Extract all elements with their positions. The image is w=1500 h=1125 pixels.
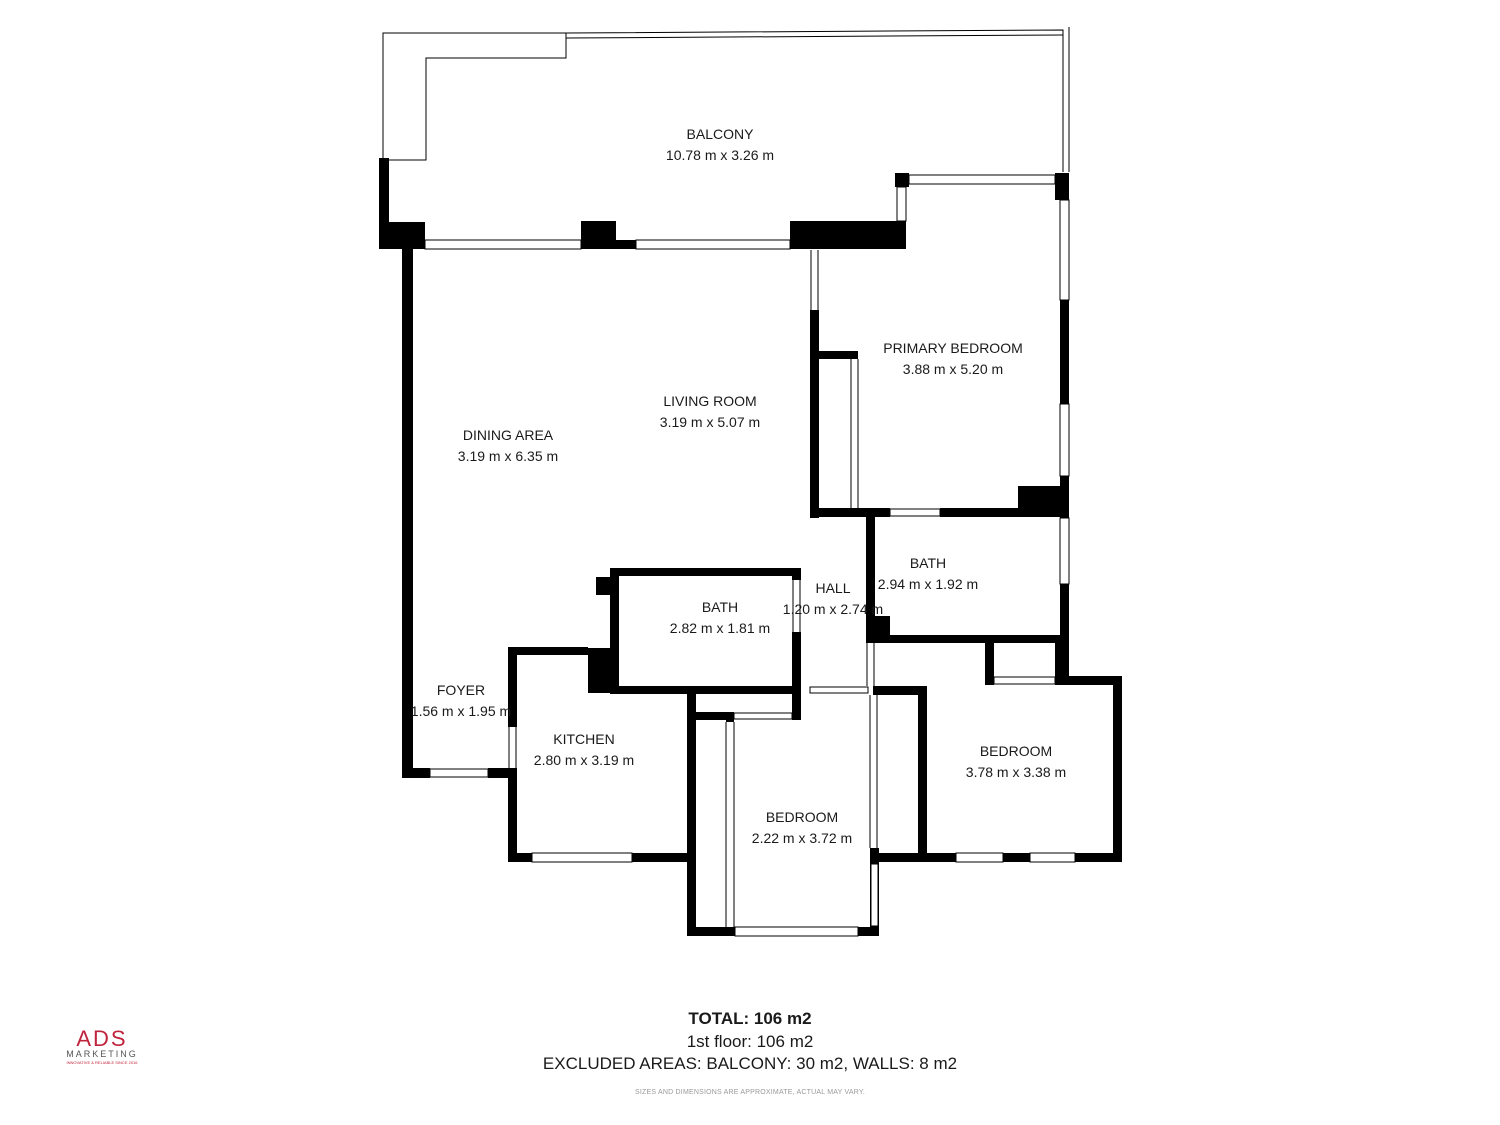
- living-room-dims: 3.19 m x 5.07 m: [660, 414, 760, 430]
- logo-main-text: ADS: [76, 1026, 128, 1051]
- foyer-dims: 1.56 m x 1.95 m: [411, 703, 511, 719]
- bedroom-center-name: BEDROOM: [766, 809, 838, 825]
- door-lines: [508, 250, 878, 927]
- bath-main-dims: 2.82 m x 1.81 m: [670, 620, 770, 636]
- ads-marketing-logo: ADS MARKETING INNOVATIVE & RELIABLE SINC…: [52, 1026, 152, 1068]
- bath-primary-name: BATH: [910, 555, 946, 571]
- kitchen-name: KITCHEN: [553, 731, 614, 747]
- walls: [379, 158, 1122, 936]
- logo-tagline: INNOVATIVE & RELIABLE SINCE 2016: [66, 1060, 138, 1065]
- bedroom-right-name: BEDROOM: [980, 743, 1052, 759]
- primary-bedroom-name: PRIMARY BEDROOM: [883, 340, 1023, 356]
- floor-plan: BALCONY 10.78 m x 3.26 m PRIMARY BEDROOM…: [379, 27, 1122, 937]
- primary-bedroom-dims: 3.88 m x 5.20 m: [903, 361, 1003, 377]
- balcony-name: BALCONY: [687, 126, 755, 142]
- bedroom-center-dims: 2.22 m x 3.72 m: [752, 830, 852, 846]
- disclaimer: SIZES AND DIMENSIONS ARE APPROXIMATE, AC…: [635, 1089, 865, 1096]
- living-room-name: LIVING ROOM: [663, 393, 756, 409]
- foyer-name: FOYER: [437, 682, 485, 698]
- dining-area-dims: 3.19 m x 6.35 m: [458, 448, 558, 464]
- room-labels: BALCONY 10.78 m x 3.26 m PRIMARY BEDROOM…: [411, 126, 1066, 846]
- hall-name: HALL: [815, 580, 850, 596]
- dining-area-name: DINING AREA: [463, 427, 554, 443]
- logo-sub-text: MARKETING: [66, 1049, 138, 1059]
- bath-primary-dims: 2.94 m x 1.92 m: [878, 576, 978, 592]
- floor-area: 1st floor: 106 m2: [686, 1032, 814, 1051]
- total-area: TOTAL: 106 m2: [688, 1009, 812, 1028]
- windows: [424, 174, 1076, 937]
- hall-dims: 1.20 m x 2.74 m: [783, 601, 883, 617]
- balcony-outline: [382, 27, 1070, 172]
- bedroom-right-dims: 3.78 m x 3.38 m: [966, 764, 1066, 780]
- bath-main-name: BATH: [702, 599, 738, 615]
- excluded-areas: EXCLUDED AREAS: BALCONY: 30 m2, WALLS: 8…: [542, 1054, 958, 1073]
- balcony-dims: 10.78 m x 3.26 m: [666, 147, 774, 163]
- kitchen-dims: 2.80 m x 3.19 m: [534, 752, 634, 768]
